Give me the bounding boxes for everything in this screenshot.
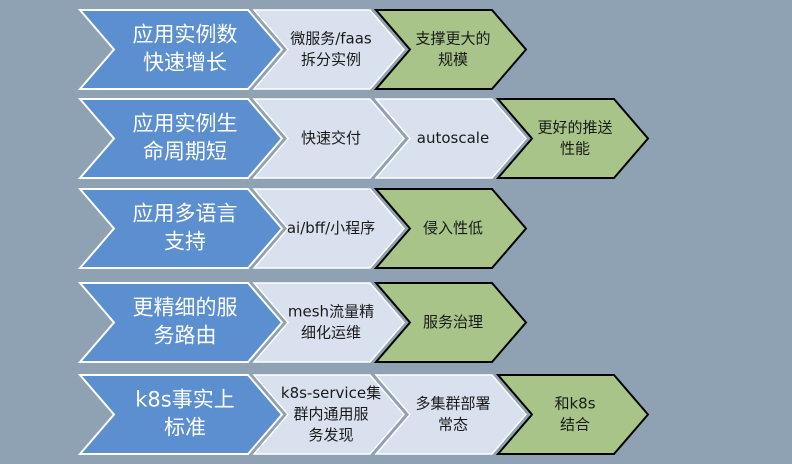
chevron-label-line: 务发现 — [308, 426, 353, 444]
chevron-label-line: 更精细的服 — [133, 296, 238, 320]
chevron-label-line: mesh流量精 — [288, 303, 374, 321]
chevron-row: k8s事实上标准k8s-service集群内通用服务发现多集群部署常态和k8s结… — [77, 374, 650, 455]
chevron-label-line: 应用多语言 — [133, 202, 238, 226]
chevron-label-line: 常态 — [438, 416, 468, 434]
chevron-label-line: 侵入性低 — [423, 219, 483, 237]
outcome-chevron: 侵入性低 — [373, 188, 528, 269]
chevron-shape — [252, 374, 405, 455]
chevron-label-line: 快速交付 — [301, 129, 361, 147]
chevron-label-line: 拆分实例 — [301, 51, 361, 69]
chevron-label-line: 快速增长 — [143, 51, 227, 75]
step-chevron: 微服务/faas 拆分实例 — [252, 9, 405, 90]
chevron-label-line: 结合 — [560, 416, 590, 434]
chevron-label-line: k8s事实上 — [135, 388, 234, 412]
chevron-shape — [77, 282, 284, 363]
chevron-shape — [374, 374, 527, 455]
chevron-shape — [77, 374, 284, 455]
chevron-label-line: 性能 — [560, 140, 590, 158]
chevron-label-line: 微服务/faas — [290, 30, 372, 48]
chevron-shape — [373, 282, 528, 363]
chevron-shape — [77, 9, 284, 90]
chevron-row: 应用多语言支持ai/bff/小程序侵入性低 — [77, 188, 528, 269]
chevron-shape — [373, 188, 528, 269]
chevron-shape — [373, 9, 528, 90]
outcome-chevron: 服务治理 — [373, 282, 528, 363]
chevron-label-line: 命周期短 — [143, 140, 227, 164]
chevron-label-line: 和k8s — [554, 395, 595, 413]
chevron-label-line: 更好的推送 — [537, 119, 612, 137]
chevron-label-line: 规模 — [438, 51, 468, 69]
chevron-label-line: 细化运维 — [301, 324, 361, 342]
chevron-rows: 应用实例数快速增长微服务/faas拆分实例支撑更大的规模应用实例生命周期短快速交… — [77, 9, 650, 455]
chevron-shape — [252, 188, 405, 269]
chevron-shape — [77, 98, 284, 179]
chevron-label-line: 支撑更大的 — [415, 30, 490, 48]
chevron-label-line: 支持 — [164, 230, 206, 254]
chevron-shape — [374, 98, 527, 179]
chevron-label-line: 服务治理 — [423, 313, 483, 331]
step-chevron: ai/bff/小程序 — [252, 188, 405, 269]
chevron-shape — [495, 98, 650, 179]
chevron-label-line: 应用实例数 — [133, 23, 238, 47]
chevron-shape — [252, 282, 405, 363]
chevron-label-line: ai/bff/小程序 — [287, 219, 375, 237]
chevron-shape — [77, 188, 284, 269]
chevron-label-line: autoscale — [417, 129, 489, 147]
chevron-label-line: 应用实例生 — [133, 112, 238, 136]
chevron-label-line: 务路由 — [154, 324, 217, 348]
step-chevron: autoscale — [374, 98, 527, 179]
chevron-shape — [252, 9, 405, 90]
chevron-shape — [252, 98, 405, 179]
chevron-label-line: 多集群部署 — [415, 395, 490, 413]
chevron-label-line: 标准 — [164, 416, 206, 440]
chevron-label-line: 群内通用服 — [293, 405, 368, 423]
outcome-chevron: 和k8s 结合 — [495, 374, 650, 455]
chevron-shape — [495, 374, 650, 455]
step-chevron: 快速交付 — [252, 98, 405, 179]
chevron-label-line: k8s-service集 — [281, 384, 381, 402]
